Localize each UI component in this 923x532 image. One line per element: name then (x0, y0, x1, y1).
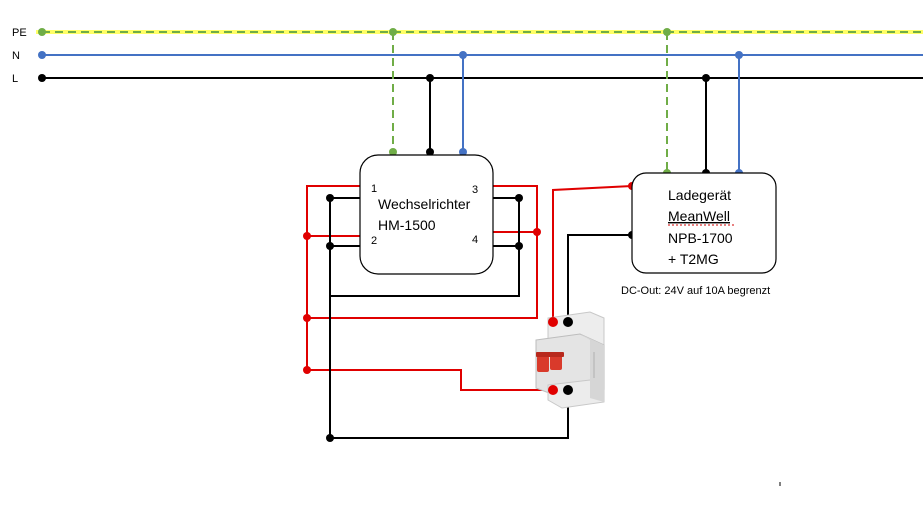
line-rail-start-dot (38, 74, 46, 82)
charger-pe-tap-dot (663, 28, 671, 36)
pe-rail-start-dot (38, 28, 46, 36)
inverter-l-terminal-dot (426, 148, 434, 156)
inverter-terminal-4: 4 (472, 234, 478, 246)
rail-label-n: N (12, 50, 20, 62)
inverter-terminal-2: 2 (371, 235, 377, 247)
dc-positive-right-loop (307, 185, 538, 319)
charger-box (631, 172, 777, 274)
rail-label-pe: PE (12, 27, 27, 39)
dc-negative-junction-dot (326, 242, 334, 250)
two-pole-circuit-breaker-icon (535, 311, 605, 409)
inverter-terminal-1: 1 (371, 183, 377, 195)
inverter-l-tap-dot (426, 74, 434, 82)
inverter-title-line-1: Wechselrichter (378, 196, 471, 212)
inverter-terminal-3: 3 (472, 184, 478, 196)
dc-positive-junction-dot (533, 228, 541, 236)
dc-negative-charger-wire (567, 234, 632, 322)
dc-positive-junction-dot (303, 232, 311, 240)
charger-l-tap-dot (702, 74, 710, 82)
dc-output-note: DC-Out: 24V auf 10A begrenzt (621, 285, 770, 297)
dc-negative-junction-dot (515, 242, 523, 250)
inverter-pe-terminal-dot (389, 148, 397, 156)
dc-negative-junction-dot (326, 194, 334, 202)
dc-positive-junction-dot (303, 366, 311, 374)
dc-positive-junction-dot (303, 314, 311, 322)
inverter-box (359, 154, 494, 275)
neutral-rail-start-dot (38, 51, 46, 59)
rail-label-l: L (12, 73, 18, 85)
inverter-title-line-2: HM-1500 (378, 217, 436, 233)
dc-positive-charger-wire (552, 185, 633, 322)
charger-title-line-3: NPB-1700 (668, 230, 733, 246)
dc-negative-junction-dot (515, 194, 523, 202)
charger-title-line-2: MeanWell (668, 208, 730, 224)
inverter-pe-tap-dot (389, 28, 397, 36)
dc-positive-left-bus (306, 185, 360, 370)
inverter-n-tap-dot (459, 51, 467, 59)
charger-title-line-4: + T2MG (668, 251, 719, 267)
dc-negative-junction-dot (326, 434, 334, 442)
dc-positive-breaker-out-wire (307, 369, 553, 391)
inverter-n-terminal-dot (459, 148, 467, 156)
charger-n-tap-dot (735, 51, 743, 59)
charger-title-line-1: Ladegerät (668, 187, 731, 203)
